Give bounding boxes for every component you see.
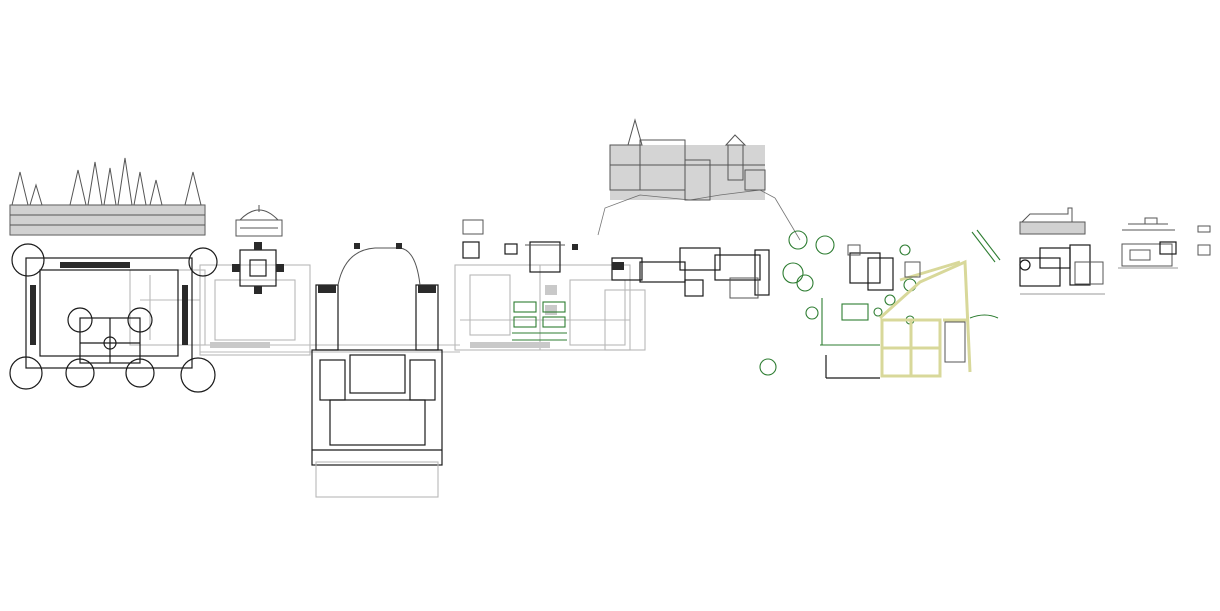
plan-pavilion bbox=[232, 242, 284, 294]
plan-garden-estate bbox=[759, 229, 1001, 379]
elevation-small-box bbox=[1197, 225, 1211, 233]
plan-modern-villa bbox=[1118, 241, 1178, 269]
faded-connecting-plan bbox=[129, 264, 646, 356]
elevation-pavilion bbox=[235, 205, 283, 237]
plan-small-box bbox=[1197, 244, 1211, 256]
garden-parterres bbox=[512, 301, 567, 341]
elevation-right-house bbox=[1019, 207, 1086, 235]
elevation-hilltop-castle bbox=[597, 118, 801, 241]
plan-right-house bbox=[1019, 244, 1105, 295]
elevation-modern-villa bbox=[1122, 217, 1175, 231]
plan-hilltop-castle bbox=[611, 247, 770, 299]
plan-u-shaped-palace bbox=[311, 243, 443, 498]
elevation-left-chateau bbox=[9, 157, 206, 236]
plan-small-buildings bbox=[462, 219, 578, 273]
plan-left-castle bbox=[9, 243, 218, 393]
